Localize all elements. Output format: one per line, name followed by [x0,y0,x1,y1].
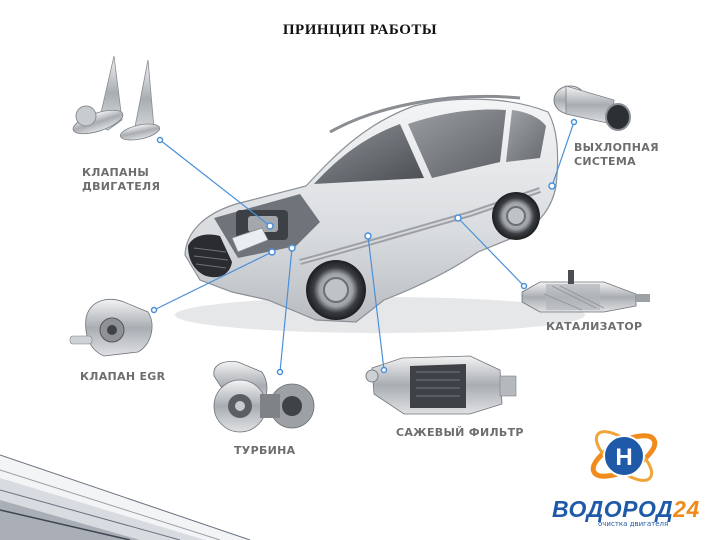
corner-stripes [0,454,251,540]
brand-tagline: очистка двигателя [598,520,669,528]
label-engine-valves: КЛАПАНЫ ДВИГАТЕЛЯ [82,166,160,194]
label-egr-valve: КЛАПАН EGR [80,370,166,383]
brand-name-number: 24 [673,496,700,522]
brand-badge-letter: Н [615,444,632,471]
label-exhaust-system: ВЫХЛОПНАЯ СИСТЕМА [574,141,659,169]
label-turbine: ТУРБИНА [234,444,296,457]
pointer-dots [150,118,578,376]
brand-logo-badge: Н [590,430,658,482]
catalytic-converter-part [521,270,650,313]
label-engine-valves-line1: КЛАПАНЫ [82,166,150,179]
exhaust-muffler-part [553,85,631,131]
label-exhaust-system-line2: СИСТЕМА [574,155,636,168]
pointer-lines [153,121,575,373]
particulate-filter-part [365,355,517,415]
label-particulate-filter: САЖЕВЫЙ ФИЛЬТР [396,426,524,439]
page-title: ПРИНЦИП РАБОТЫ [282,22,438,38]
brand-name-text: ВОДОРОД [552,496,674,522]
label-exhaust-system-line1: ВЫХЛОПНАЯ [574,141,659,154]
brand-name: ВОДОРОД24 [552,496,700,523]
turbocharger-part [213,361,315,433]
label-catalyst: КАТАЛИЗАТОР [546,320,643,333]
engine-valves-part [72,55,161,141]
egr-valve-part [69,299,153,357]
label-engine-valves-line2: ДВИГАТЕЛЯ [82,180,161,193]
